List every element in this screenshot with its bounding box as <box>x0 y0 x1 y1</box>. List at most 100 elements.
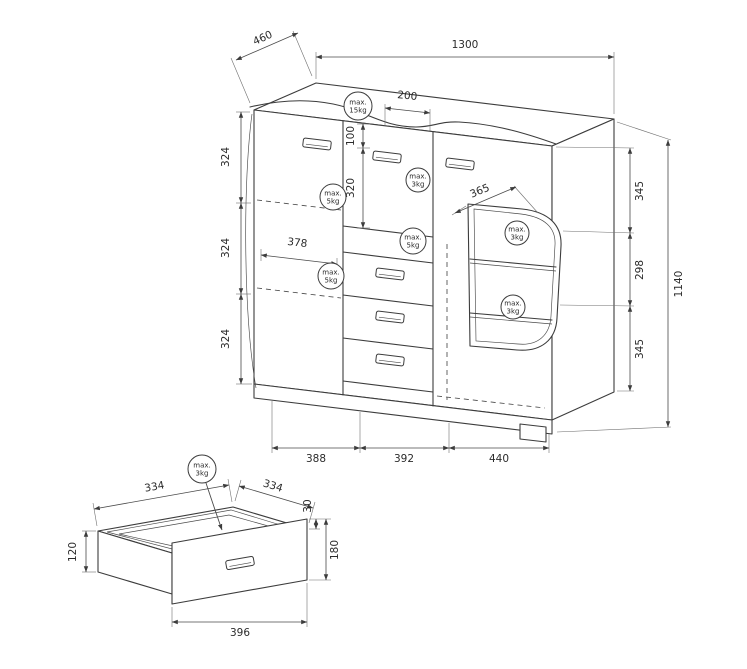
badge-line-2: 5kg <box>325 277 338 285</box>
badge-line-2: 5kg <box>327 198 340 206</box>
dim-left-1-label: 324 <box>220 147 232 167</box>
badge-circle <box>399 227 427 255</box>
extension-line <box>556 426 672 433</box>
dim-334b-label: 334 <box>262 477 285 494</box>
handle-bar <box>372 150 402 164</box>
drawer-seam <box>342 251 434 264</box>
cabinet-left-side-curve <box>245 113 257 389</box>
extension-line <box>559 304 635 307</box>
badge-line-1: max. <box>409 173 426 181</box>
drawer-seam <box>342 337 434 350</box>
badge-circle <box>405 167 431 193</box>
drawer-detail-view: 334 334 30 180 120 <box>67 454 341 639</box>
max-load-badge-mid-shelf: max. 5kg <box>399 227 427 255</box>
max-load-badge-side-shelf-2: max. 3kg <box>500 294 526 320</box>
badge-line-1: max. <box>193 462 210 470</box>
drawer-front-handle <box>225 555 255 571</box>
handle-groove <box>448 163 471 168</box>
max-load-badge-drawer: max. 3kg <box>187 454 223 531</box>
cabinet-view: 460 1300 324 324 324 378 <box>220 29 685 465</box>
dimension-line <box>93 483 230 511</box>
dim-30-label: 30 <box>302 499 314 512</box>
badge-line-2: 15kg <box>349 107 366 115</box>
side-shelf-board <box>469 258 557 268</box>
handle-groove <box>229 562 252 567</box>
drawer-handle-1 <box>375 267 405 281</box>
drawer-seam <box>342 380 434 393</box>
handle-bar <box>445 157 475 171</box>
max-load-badge-left-shelf-2: max. 5kg <box>317 262 345 290</box>
dim-right-2-label: 298 <box>634 260 646 280</box>
badge-line-1: max. <box>504 300 521 308</box>
badge-line-2: 3kg <box>196 470 209 478</box>
cabinet-foot-right <box>519 423 547 443</box>
dim-388-label: 388 <box>306 453 326 465</box>
badge-line-1: max. <box>324 190 341 198</box>
extension-line <box>562 230 635 234</box>
extension-line <box>513 185 539 214</box>
extension-line <box>555 146 635 149</box>
badge-line-2: 3kg <box>507 308 520 316</box>
leader-arrow <box>205 482 223 531</box>
dim-378-label: 378 <box>287 236 308 250</box>
handle-groove <box>378 316 401 321</box>
dim-left-3-label: 324 <box>220 329 232 349</box>
badge-line-2: 3kg <box>412 181 425 189</box>
dim-drawer-width: 396 <box>171 583 308 639</box>
dim-mid-heights: 100 320 <box>345 123 370 229</box>
badge-circle <box>187 454 217 484</box>
dim-396-label: 396 <box>230 627 250 639</box>
dim-200-label: 200 <box>397 89 418 103</box>
right-door-handle <box>445 157 475 171</box>
drawer-handle-3 <box>375 353 405 367</box>
max-load-badge-side-shelf-1: max. 3kg <box>504 220 530 246</box>
handle-bar <box>302 137 332 151</box>
badge-circle <box>319 183 347 211</box>
dim-180-label: 180 <box>329 540 341 560</box>
extension-line <box>308 501 316 524</box>
badge-line-1: max. <box>322 269 339 277</box>
dim-334a-label: 334 <box>144 479 166 494</box>
badge-circle <box>500 294 526 320</box>
dim-drawer-front-height: 180 <box>309 518 341 581</box>
dim-left-sections: 324 324 324 <box>220 111 252 385</box>
dim-right-1-label: 345 <box>634 181 646 201</box>
hidden-plinth-line <box>436 395 546 409</box>
badge-circle <box>504 220 530 246</box>
side-shelf-unit-outer <box>467 203 562 351</box>
dim-drawer-back-right: 334 <box>234 477 316 524</box>
dimension-line <box>454 186 517 214</box>
handle-groove <box>378 359 401 364</box>
badge-circle <box>317 262 345 290</box>
cabinet-top-wave-edge <box>249 100 557 145</box>
dim-320-label: 320 <box>345 178 357 198</box>
flap-door-handle <box>372 150 402 164</box>
badge-line-1: max. <box>508 226 525 234</box>
dim-right-sections: 345 298 345 <box>555 146 646 392</box>
badge-line-1: max. <box>404 234 421 242</box>
handle-groove <box>375 156 398 161</box>
dim-left-2-label: 324 <box>220 238 232 258</box>
cabinet-right-side-face <box>551 118 615 421</box>
dim-width: 1300 <box>315 39 615 114</box>
handle-bar <box>225 555 255 571</box>
dim-total-height: 1140 <box>556 121 685 433</box>
badge-line-1: max. <box>349 99 366 107</box>
dimension-line <box>260 253 338 266</box>
badge-line-2: 3kg <box>511 234 524 242</box>
dim-drawer-side-height: 120 <box>67 530 96 573</box>
drawer-handle-2 <box>375 310 405 324</box>
dim-100-label: 100 <box>345 126 357 146</box>
extension-line <box>292 30 313 77</box>
dim-bottom-sections: 388 392 440 <box>271 401 550 465</box>
badge-line-2: 5kg <box>407 242 420 250</box>
dim-120-label: 120 <box>67 542 79 562</box>
dim-1140-label: 1140 <box>673 271 685 298</box>
dim-inner-left-width: 378 <box>260 236 338 270</box>
handle-groove <box>305 143 328 148</box>
extension-line <box>616 121 672 141</box>
handle-bar <box>375 310 405 324</box>
extension-line <box>234 479 242 502</box>
dim-440-label: 440 <box>489 453 509 465</box>
side-shelf-unit-inner <box>473 208 556 345</box>
